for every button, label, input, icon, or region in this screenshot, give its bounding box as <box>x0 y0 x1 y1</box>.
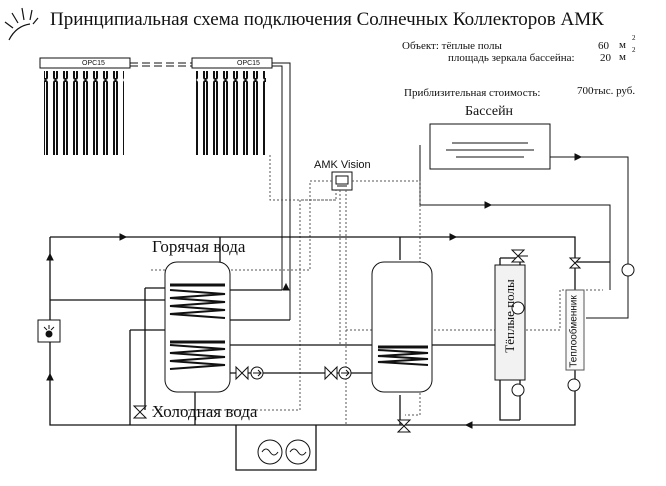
warm-floors-unit-sup: 2 <box>632 34 636 42</box>
pool-area-unit-sup: 2 <box>632 46 636 54</box>
pool-area-label: площадь зеркала бассейна: <box>448 52 575 64</box>
cost-label: Приблизительная стоимость: <box>404 87 541 99</box>
hot-water-label: Горячая вода <box>152 237 246 256</box>
warm-floors-label-vertical: Тёплые полы <box>502 279 517 353</box>
warm-floors-unit: м <box>619 39 626 51</box>
sun-icon <box>4 7 39 41</box>
pool <box>419 123 629 319</box>
heat-exchanger-label: Теплообменник <box>568 295 580 368</box>
pool-area-value: 20 <box>600 52 611 64</box>
pump-symbols <box>253 369 350 456</box>
controller-label: AMK Vision <box>314 159 371 171</box>
flow-arrows <box>46 153 583 429</box>
main-circuit <box>49 236 610 471</box>
warm-floors-label: Объект: тёплые полы <box>402 40 502 52</box>
warm-floors-value: 60 <box>598 40 609 52</box>
warm-floors <box>494 264 526 381</box>
collector-2-label: OPC15 <box>237 60 260 67</box>
cost-value: 700тыс. руб. <box>577 85 636 97</box>
valve-icon <box>132 257 582 419</box>
three-way-valve-icon <box>396 249 528 433</box>
solar-collector-2 <box>191 57 273 155</box>
cold-water-label: Холодная вода <box>152 402 258 421</box>
second-tank <box>371 261 433 393</box>
solar-collector-1 <box>39 57 192 155</box>
page-title: Принципиальная схема подключения Солнечн… <box>50 9 604 30</box>
heat-exchanger <box>565 289 585 371</box>
pool-area-unit: м <box>619 51 626 63</box>
pool-label: Бассейн <box>465 104 514 119</box>
collector-1-label: OPC15 <box>82 60 105 67</box>
collector-lines <box>272 62 291 320</box>
amk-vision-controller <box>331 171 353 191</box>
expansion-vessel-icon <box>37 319 61 343</box>
hot-water-tank <box>164 261 231 393</box>
